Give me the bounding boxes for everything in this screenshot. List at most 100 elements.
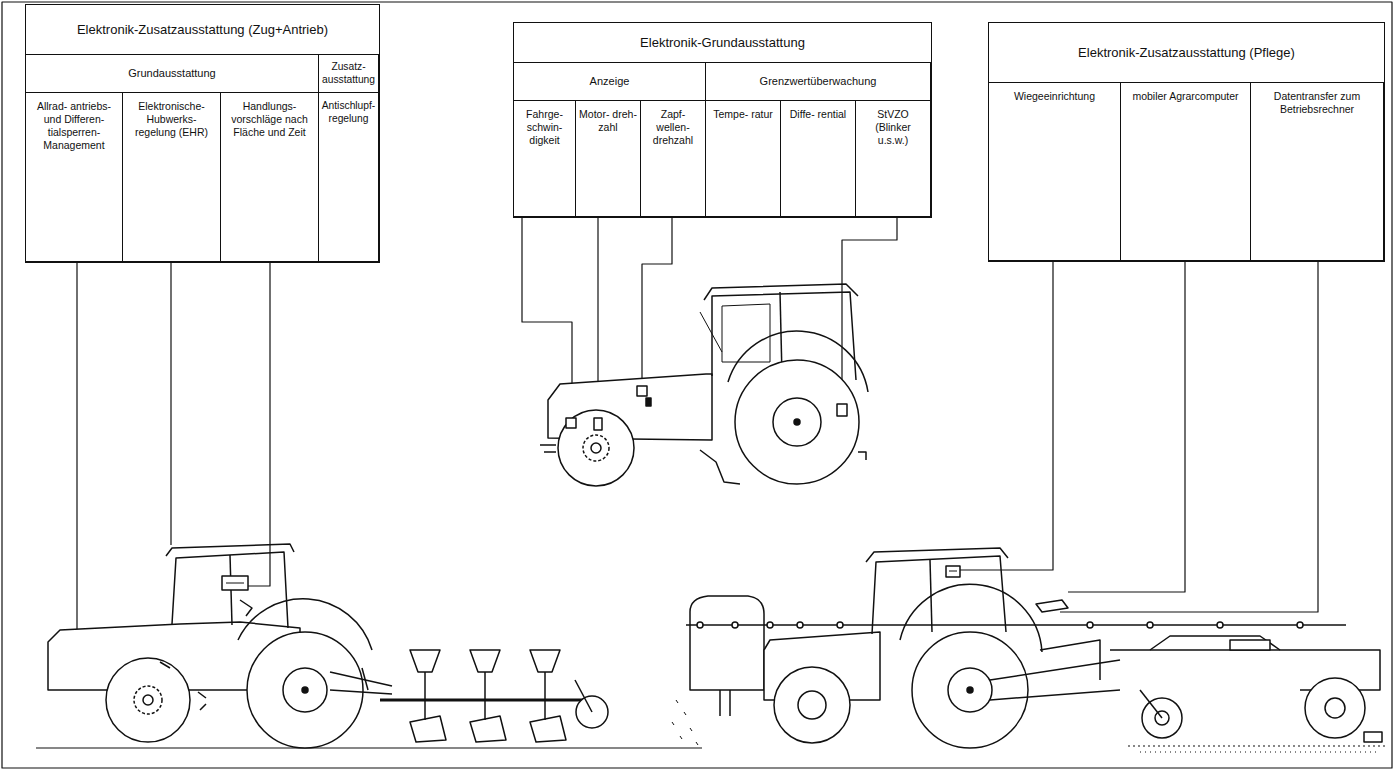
tractor-with-plough-part [470,650,500,672]
tractor-with-plough-part [226,583,244,584]
table-title: Elektronik-Zusatzausstattung (Zug+Antrie… [77,22,328,38]
tractor-basic-part [591,443,601,453]
function-cell: Allrad- antriebs- und Differen- tialsper… [25,92,123,262]
cell-text: Datentransfer zum Betriebsrechner [1254,90,1380,116]
column-header: Grundausstattung [25,54,319,93]
tractor-with-sprayer-part [912,632,1028,748]
cell-text: mobiler Agrarcomputer [1132,90,1238,103]
cell-area: Motor- dreh- zahl [576,101,640,216]
header-text: Zusatz- ausstattung [322,61,375,87]
tractor-with-sprayer-part [949,571,957,572]
cell-area: Handlungs- vorschläge nach Fläche und Ze… [221,93,318,261]
tractor-with-plough-part [143,695,153,705]
cell-area: Grenzwertüberwachung [706,63,930,100]
tractor-with-sprayer-part [946,566,960,577]
tractor-with-sprayer [672,548,1388,752]
tractor-with-plough-part [222,576,248,590]
tractor-with-plough-part [106,658,190,742]
header-text: Grundausstattung [128,67,215,81]
tractor-with-plough-part [410,650,440,672]
column-header: Zusatz- ausstattung [318,54,379,93]
tractor-with-sprayer-part [797,622,803,628]
tractor-basic-part [700,450,740,484]
tractor-with-sprayer-part [672,700,698,745]
tractor-with-plough-part [410,716,446,742]
tractor-basic-part [794,419,800,425]
tractor-with-sprayer-part [767,622,773,628]
cell-text: Diffe- rential [790,108,846,121]
table-title-area: Elektronik-Zusatzausstattung (Pflege) [989,23,1384,83]
header-text: Grenzwertüberwachung [760,75,877,89]
tractor-with-sprayer-part [1325,698,1345,718]
tractor-with-sprayer-part [1150,636,1280,650]
tractor-with-plough-part [484,672,486,720]
tractor-basic-part [558,410,634,486]
leader-lines-part [642,218,672,386]
function-cell: Handlungs- vorschläge nach Fläche und Ze… [220,92,319,262]
tractor-basic-part [722,304,770,362]
tractor-with-plough-part [166,544,294,556]
cell-area: Grundausstattung [26,55,318,92]
tractor-with-sprayer-part [697,622,703,628]
tractor-basic-part [837,404,847,416]
table-block: Elektronik-Zusatzausstattung (Zug+Antrie… [25,4,380,263]
leader-lines-part [170,263,171,545]
tractor-basic-part [858,452,866,460]
cell-text: Elektronische- Hubwerks- regelung (EHR) [126,100,217,139]
leader-lines-part [1068,262,1185,592]
header-text: Anzeige [590,75,630,89]
tractor-with-plough-part [330,672,392,686]
tractor-with-plough-part [302,687,308,693]
function-cell: Zapf- wellen- drehzahl [640,100,706,217]
tractor-with-sprayer-part [1305,678,1365,738]
cell-text: Zapf- wellen- drehzahl [644,108,702,147]
table-title-area: Elektronik-Grundausstattung [514,23,931,63]
tractor-with-sprayer-part [1297,622,1303,628]
function-cell: Diffe- rential [780,100,856,217]
tractor-with-sprayer-part [798,691,826,719]
cell-area: Allrad- antriebs- und Differen- tialsper… [26,93,122,261]
function-cell: Elektronische- Hubwerks- regelung (EHR) [122,92,221,262]
tractor-with-sprayer-part [837,622,843,628]
tractor-basic-part [700,312,722,352]
tractor-with-sprayer-part [1140,752,1380,753]
tractor-with-sprayer-part [1230,640,1270,650]
cell-area: Wiegeeinrichtung [989,83,1120,260]
function-cell: Antischlupf- regelung [318,92,379,262]
tractor-with-plough-part [134,686,162,714]
tractor-with-plough-part [172,552,288,628]
tractor-basic-part [540,445,556,452]
table-title: Elektronik-Grundausstattung [640,35,805,51]
table-title: Elektronik-Zusatzausstattung (Pflege) [1078,45,1295,61]
tractor-with-plough-part [544,672,546,720]
cell-text: Antischlupf- regelung [322,100,376,126]
tractor-with-sprayer-part [1364,732,1382,742]
tractor-with-sprayer-part [967,687,973,693]
function-cell: Datentransfer zum Betriebsrechner [1250,82,1384,261]
cell-area: Diffe- rential [781,101,855,216]
tractor-with-plough-part [247,632,363,748]
leader-lines-part [1060,262,1318,612]
tractor-with-plough-part [530,716,566,742]
cell-area: Elektronische- Hubwerks- regelung (EHR) [123,93,220,261]
tractor-with-sprayer-part [1036,600,1068,612]
cell-area: Fahrge- schwin- digkeit [514,101,575,216]
tractor-with-plough-part [380,699,592,702]
table-block: Elektronik-GrundausstattungAnzeige Grenzw… [513,22,932,218]
tractor-with-plough [36,544,702,748]
table-title-area: Elektronik-Zusatzausstattung (Zug+Antrie… [26,5,379,55]
cell-text: Tempe- ratur [713,108,773,121]
cell-area: Zapf- wellen- drehzahl [641,101,705,216]
tractor-with-plough-part [424,672,426,720]
tractor-with-sprayer-part [719,690,721,716]
tractor-with-plough-part [36,747,702,748]
tractor-basic-part [583,435,609,461]
cell-area: Tempe- ratur [706,101,780,216]
function-cell: Wiegeeinrichtung [988,82,1121,261]
tractor-with-sprayer-part [732,622,738,628]
cell-text: Allrad- antriebs- und Differen- tialsper… [29,100,119,153]
cell-area: Antischlupf- regelung [319,93,378,261]
column-header: Grenzwertüberwachung [705,62,931,101]
